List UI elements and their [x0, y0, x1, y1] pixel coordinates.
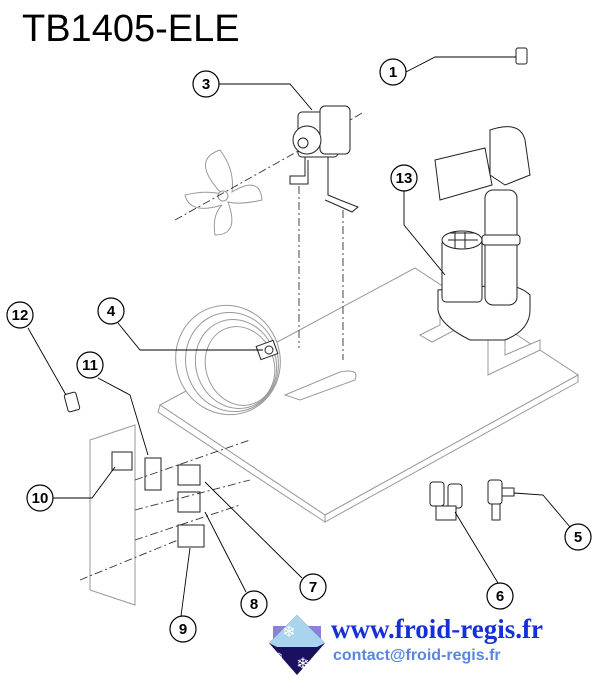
- electrical-panel: [79, 424, 251, 606]
- callout-1: 1: [379, 58, 407, 86]
- callout-number: 9: [179, 621, 187, 638]
- pump-part-13: [418, 126, 541, 376]
- fitting-part-4: [255, 339, 279, 361]
- callout-circle: [564, 523, 592, 551]
- snowflake-house-logo: ❄ ❄ ❄: [269, 615, 325, 675]
- callout-number: 10: [32, 490, 49, 507]
- svg-text:❄: ❄: [282, 624, 295, 641]
- website-link[interactable]: www.froid-regis.fr: [331, 614, 543, 644]
- leader-lines: [27, 56, 571, 617]
- callout-12: 12: [6, 301, 34, 329]
- callout-circle: [240, 590, 268, 618]
- callout-number: 3: [202, 76, 210, 93]
- callout-circle: [76, 351, 104, 379]
- callout-number: 1: [389, 64, 397, 81]
- callout-number: 5: [574, 529, 582, 546]
- callout-number: 13: [396, 170, 413, 187]
- callout-13: 13: [390, 164, 418, 192]
- callout-4: 4: [97, 297, 125, 325]
- callout-number: 12: [12, 307, 29, 324]
- callout-circle: [486, 582, 514, 610]
- callout-circle: [192, 70, 220, 98]
- callout-10: 10: [26, 484, 54, 512]
- condenser-coil: [175, 304, 357, 416]
- part-12: [63, 391, 81, 413]
- callout-3: 3: [192, 70, 220, 98]
- callout-circle: [299, 573, 327, 601]
- part-1: [515, 47, 528, 65]
- callout-9: 9: [169, 615, 197, 643]
- callout-circle: [6, 301, 34, 329]
- callout-number: 7: [309, 579, 317, 596]
- callout-5: 5: [564, 523, 592, 551]
- callout-circle: [379, 58, 407, 86]
- callout-8: 8: [240, 590, 268, 618]
- callout-circle: [97, 297, 125, 325]
- callout-circle: [390, 164, 418, 192]
- callout-circle: [26, 484, 54, 512]
- callout-7: 7: [299, 573, 327, 601]
- diagram-title: TB1405-ELE: [22, 8, 240, 50]
- callout-number: 8: [250, 596, 258, 613]
- water-valves: [429, 479, 515, 521]
- callout-number: 6: [496, 588, 504, 605]
- callout-number: 4: [107, 303, 116, 320]
- fan-motor-part-3: [289, 105, 359, 213]
- callout-circle: [169, 615, 197, 643]
- callout-number: 11: [82, 357, 98, 374]
- email-link[interactable]: contact@froid-regis.fr: [333, 647, 501, 664]
- svg-text:❄: ❄: [275, 651, 283, 661]
- callout-6: 6: [486, 582, 514, 610]
- svg-text:❄: ❄: [296, 656, 309, 673]
- callout-11: 11: [76, 351, 104, 379]
